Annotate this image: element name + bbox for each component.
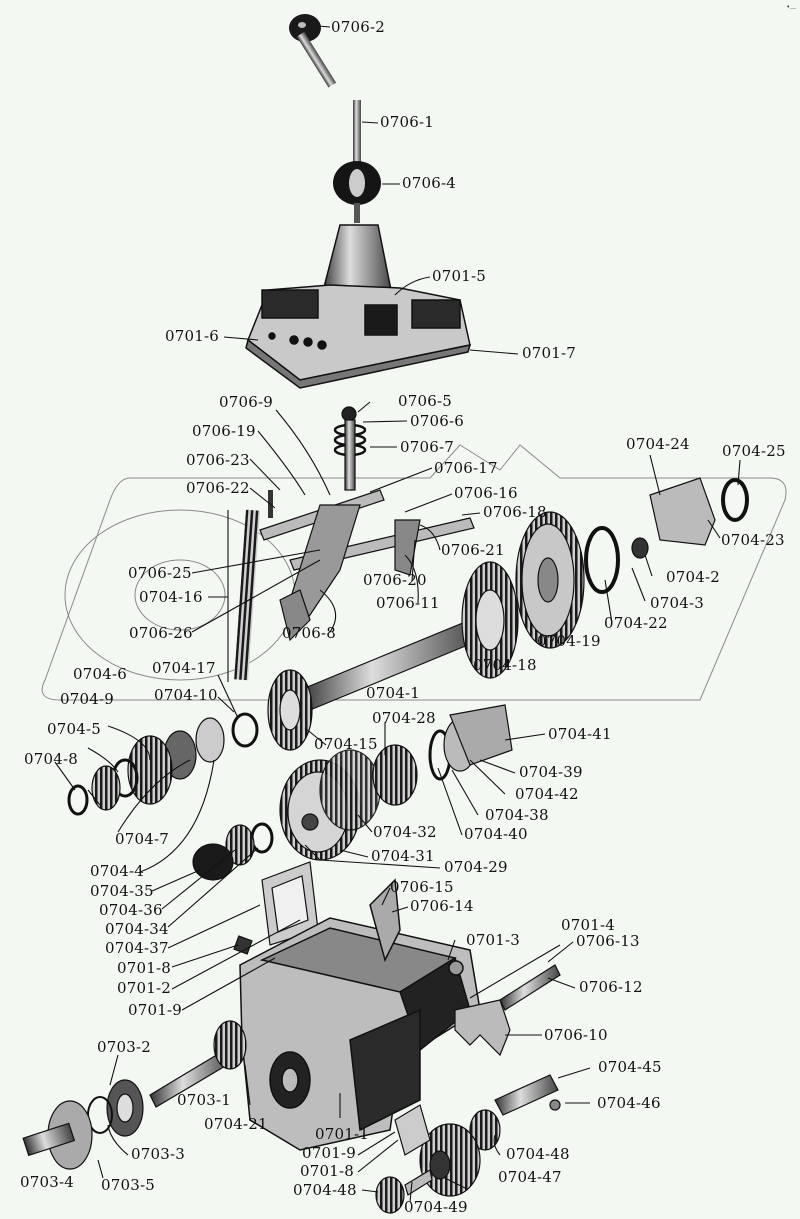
part-label-0706-15[interactable]: 0706-15	[390, 878, 454, 896]
part-label-0701-3[interactable]: 0701-3	[466, 931, 520, 949]
part-label-0706-4[interactable]: 0706-4	[402, 174, 456, 192]
part-label-0704-19[interactable]: 0704-19	[537, 632, 601, 650]
part-label-0701-2[interactable]: 0701-2	[117, 979, 171, 997]
part-label-0706-21[interactable]: 0706-21	[441, 541, 505, 559]
countershaft-cluster	[192, 704, 513, 881]
part-label-0706-14[interactable]: 0706-14	[410, 897, 474, 915]
part-label-0704-10[interactable]: 0704-10	[154, 686, 218, 704]
part-label-0706-25[interactable]: 0706-25	[128, 564, 192, 582]
part-label-0701-8[interactable]: 0701-8	[117, 959, 171, 977]
part-label-0703-2[interactable]: 0703-2	[97, 1038, 151, 1056]
part-label-0706-18[interactable]: 0706-18	[483, 503, 547, 521]
main-shaft	[231, 477, 749, 751]
part-label-0701-9-lower[interactable]: 0701-9	[302, 1144, 356, 1162]
part-label-0704-5[interactable]: 0704-5	[47, 720, 101, 738]
part-label-0706-26[interactable]: 0706-26	[129, 624, 193, 642]
part-label-0706-6[interactable]: 0706-6	[410, 412, 464, 430]
part-label-0706-1[interactable]: 0706-1	[380, 113, 434, 131]
shift-knob	[289, 14, 337, 88]
part-label-0704-48[interactable]: 0704-48	[506, 1145, 570, 1163]
gearbox-case	[239, 878, 481, 1151]
part-label-0704-7[interactable]: 0704-7	[115, 830, 169, 848]
part-label-0704-29[interactable]: 0704-29	[444, 858, 508, 876]
part-label-0704-18[interactable]: 0704-18	[473, 656, 537, 674]
part-label-0704-31[interactable]: 0704-31	[371, 847, 435, 865]
reverse-idler	[375, 1074, 561, 1214]
part-label-0706-20[interactable]: 0706-20	[363, 571, 427, 589]
part-label-0701-6[interactable]: 0701-6	[165, 327, 219, 345]
part-label-0703-1[interactable]: 0703-1	[177, 1091, 231, 1109]
part-label-0701-7[interactable]: 0701-7	[522, 344, 576, 362]
part-label-0706-17[interactable]: 0706-17	[434, 459, 498, 477]
part-label-0704-38[interactable]: 0704-38	[485, 806, 549, 824]
interlock-spring	[234, 490, 273, 681]
part-label-0704-9[interactable]: 0704-9	[60, 690, 114, 708]
part-label-0704-6[interactable]: 0704-6	[73, 665, 127, 683]
part-label-0703-3[interactable]: 0703-3	[131, 1145, 185, 1163]
part-label-0704-35[interactable]: 0704-35	[90, 882, 154, 900]
part-label-0701-4[interactable]: 0701-4	[561, 916, 615, 934]
part-label-0704-3[interactable]: 0704-3	[650, 594, 704, 612]
part-label-0704-15[interactable]: 0704-15	[314, 735, 378, 753]
part-label-0701-8-lower[interactable]: 0701-8	[300, 1162, 354, 1180]
part-label-0704-48-lower[interactable]: 0704-48	[293, 1181, 357, 1199]
part-label-0706-11[interactable]: 0706-11	[376, 594, 440, 612]
part-label-0701-5[interactable]: 0701-5	[432, 267, 486, 285]
part-label-0704-45[interactable]: 0704-45	[598, 1058, 662, 1076]
part-label-0706-5[interactable]: 0706-5	[398, 392, 452, 410]
part-label-0704-21[interactable]: 0704-21	[204, 1115, 268, 1133]
part-label-0704-23[interactable]: 0704-23	[721, 531, 785, 549]
part-label-0706-8[interactable]: 0706-8	[282, 624, 336, 642]
part-label-0704-40[interactable]: 0704-40	[464, 825, 528, 843]
part-label-0704-16[interactable]: 0704-16	[139, 588, 203, 606]
part-label-0706-16[interactable]: 0706-16	[454, 484, 518, 502]
part-label-0706-19[interactable]: 0706-19	[192, 422, 256, 440]
part-label-0706-22[interactable]: 0706-22	[186, 479, 250, 497]
part-label-0704-22[interactable]: 0704-22	[604, 614, 668, 632]
part-label-0704-41[interactable]: 0704-41	[548, 725, 612, 743]
part-label-0704-42[interactable]: 0704-42	[515, 785, 579, 803]
part-label-0704-46[interactable]: 0704-46	[597, 1094, 661, 1112]
part-label-0704-49[interactable]: 0704-49	[404, 1198, 468, 1216]
shift-lever	[333, 100, 381, 223]
part-label-0704-17[interactable]: 0704-17	[152, 659, 216, 677]
top-cover	[245, 224, 472, 389]
part-label-0706-23[interactable]: 0706-23	[186, 451, 250, 469]
leader-lines	[54, 25, 741, 1203]
part-label-0704-39[interactable]: 0704-39	[519, 763, 583, 781]
input-shaft	[22, 1020, 247, 1170]
part-label-0704-47[interactable]: 0704-47	[498, 1168, 562, 1186]
part-label-0703-5[interactable]: 0703-5	[101, 1176, 155, 1194]
part-label-0704-25[interactable]: 0704-25	[722, 442, 786, 460]
part-label-0706-2[interactable]: 0706-2	[331, 18, 385, 36]
part-label-0704-4[interactable]: 0704-4	[90, 862, 144, 880]
part-label-0706-13[interactable]: 0706-13	[576, 932, 640, 950]
part-label-0706-7[interactable]: 0706-7	[400, 438, 454, 456]
part-label-0706-10[interactable]: 0706-10	[544, 1026, 608, 1044]
part-label-0704-8[interactable]: 0704-8	[24, 750, 78, 768]
part-label-0704-2[interactable]: 0704-2	[666, 568, 720, 586]
part-label-0704-24[interactable]: 0704-24	[626, 435, 690, 453]
reverse-shift-parts	[454, 964, 561, 1057]
part-label-0701-1[interactable]: 0701-1	[315, 1125, 369, 1143]
part-label-0703-4[interactable]: 0703-4	[20, 1173, 74, 1191]
input-gear-cluster	[67, 717, 225, 816]
part-label-0701-9[interactable]: 0701-9	[128, 1001, 182, 1019]
corner-mark: •…	[786, 4, 796, 11]
part-label-0704-32[interactable]: 0704-32	[373, 823, 437, 841]
part-label-0706-9[interactable]: 0706-9	[219, 393, 273, 411]
part-label-0704-34[interactable]: 0704-34	[105, 920, 169, 938]
part-label-0706-12[interactable]: 0706-12	[579, 978, 643, 996]
part-label-0704-36[interactable]: 0704-36	[99, 901, 163, 919]
shifter-assembly	[259, 406, 475, 642]
part-label-0704-37[interactable]: 0704-37	[105, 939, 169, 957]
part-label-0704-28[interactable]: 0704-28	[372, 709, 436, 727]
part-label-0704-1[interactable]: 0704-1	[366, 684, 420, 702]
